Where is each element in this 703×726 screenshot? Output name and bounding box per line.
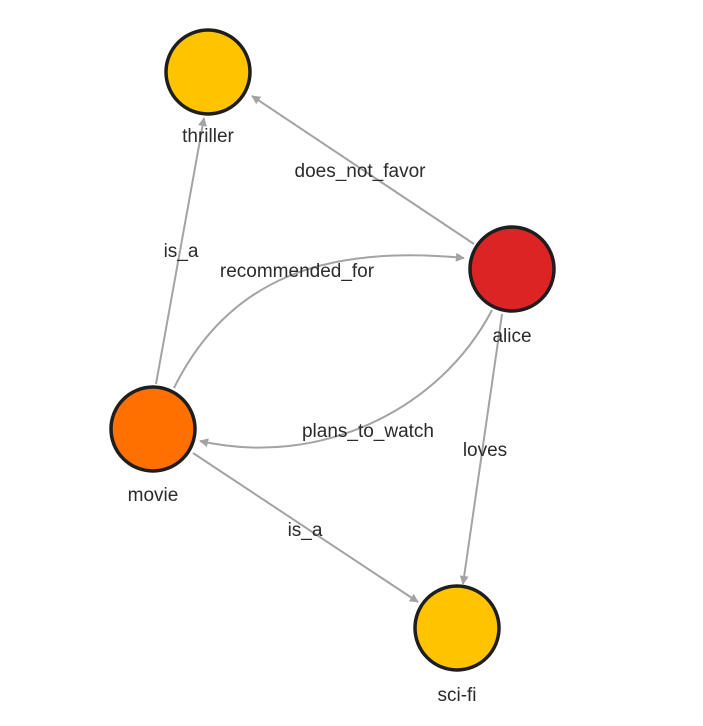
edge-line (192, 452, 419, 603)
edge-label-loves: loves (463, 440, 507, 461)
node-alice[interactable]: alice (468, 225, 556, 347)
edge-movie-is-a-scifi: is_a (192, 452, 419, 603)
edge-line (155, 117, 207, 385)
edge-line (459, 313, 503, 585)
node-circle-movie (109, 385, 197, 473)
edge-alice-does-not-favor-thriller: does_not_favor (251, 95, 475, 245)
node-label-thriller: thriller (182, 126, 234, 147)
node-label-alice: alice (492, 326, 531, 347)
edge-label-does-not-favor: does_not_favor (295, 161, 427, 182)
node-circle-sci-fi (413, 584, 501, 672)
node-thriller[interactable]: thriller (164, 28, 252, 147)
edge-label-recommended-for: recommended_for (220, 261, 375, 282)
edge-label-plans-to-watch: plans_to_watch (302, 421, 434, 442)
node-label-movie: movie (128, 485, 179, 506)
node-circle-alice (468, 225, 556, 313)
edge-alice-plans-to-watch-movie: plans_to_watch (199, 309, 493, 449)
edge-line (251, 95, 475, 245)
edge-line (199, 309, 493, 449)
node-circle-thriller (164, 28, 252, 116)
node-sci-fi[interactable]: sci-fi (413, 584, 501, 706)
edge-label-is-a-scifi: is_a (288, 520, 323, 541)
edge-alice-loves-scifi: loves (459, 313, 507, 585)
node-movie[interactable]: movie (109, 385, 197, 506)
node-label-sci-fi: sci-fi (437, 685, 476, 706)
edge-line (173, 252, 465, 389)
edge-movie-is-a-thriller: is_a (155, 117, 207, 385)
edge-label-is-a-thriller: is_a (164, 241, 199, 262)
edge-movie-recommended-for-alice: recommended_for (173, 252, 465, 389)
